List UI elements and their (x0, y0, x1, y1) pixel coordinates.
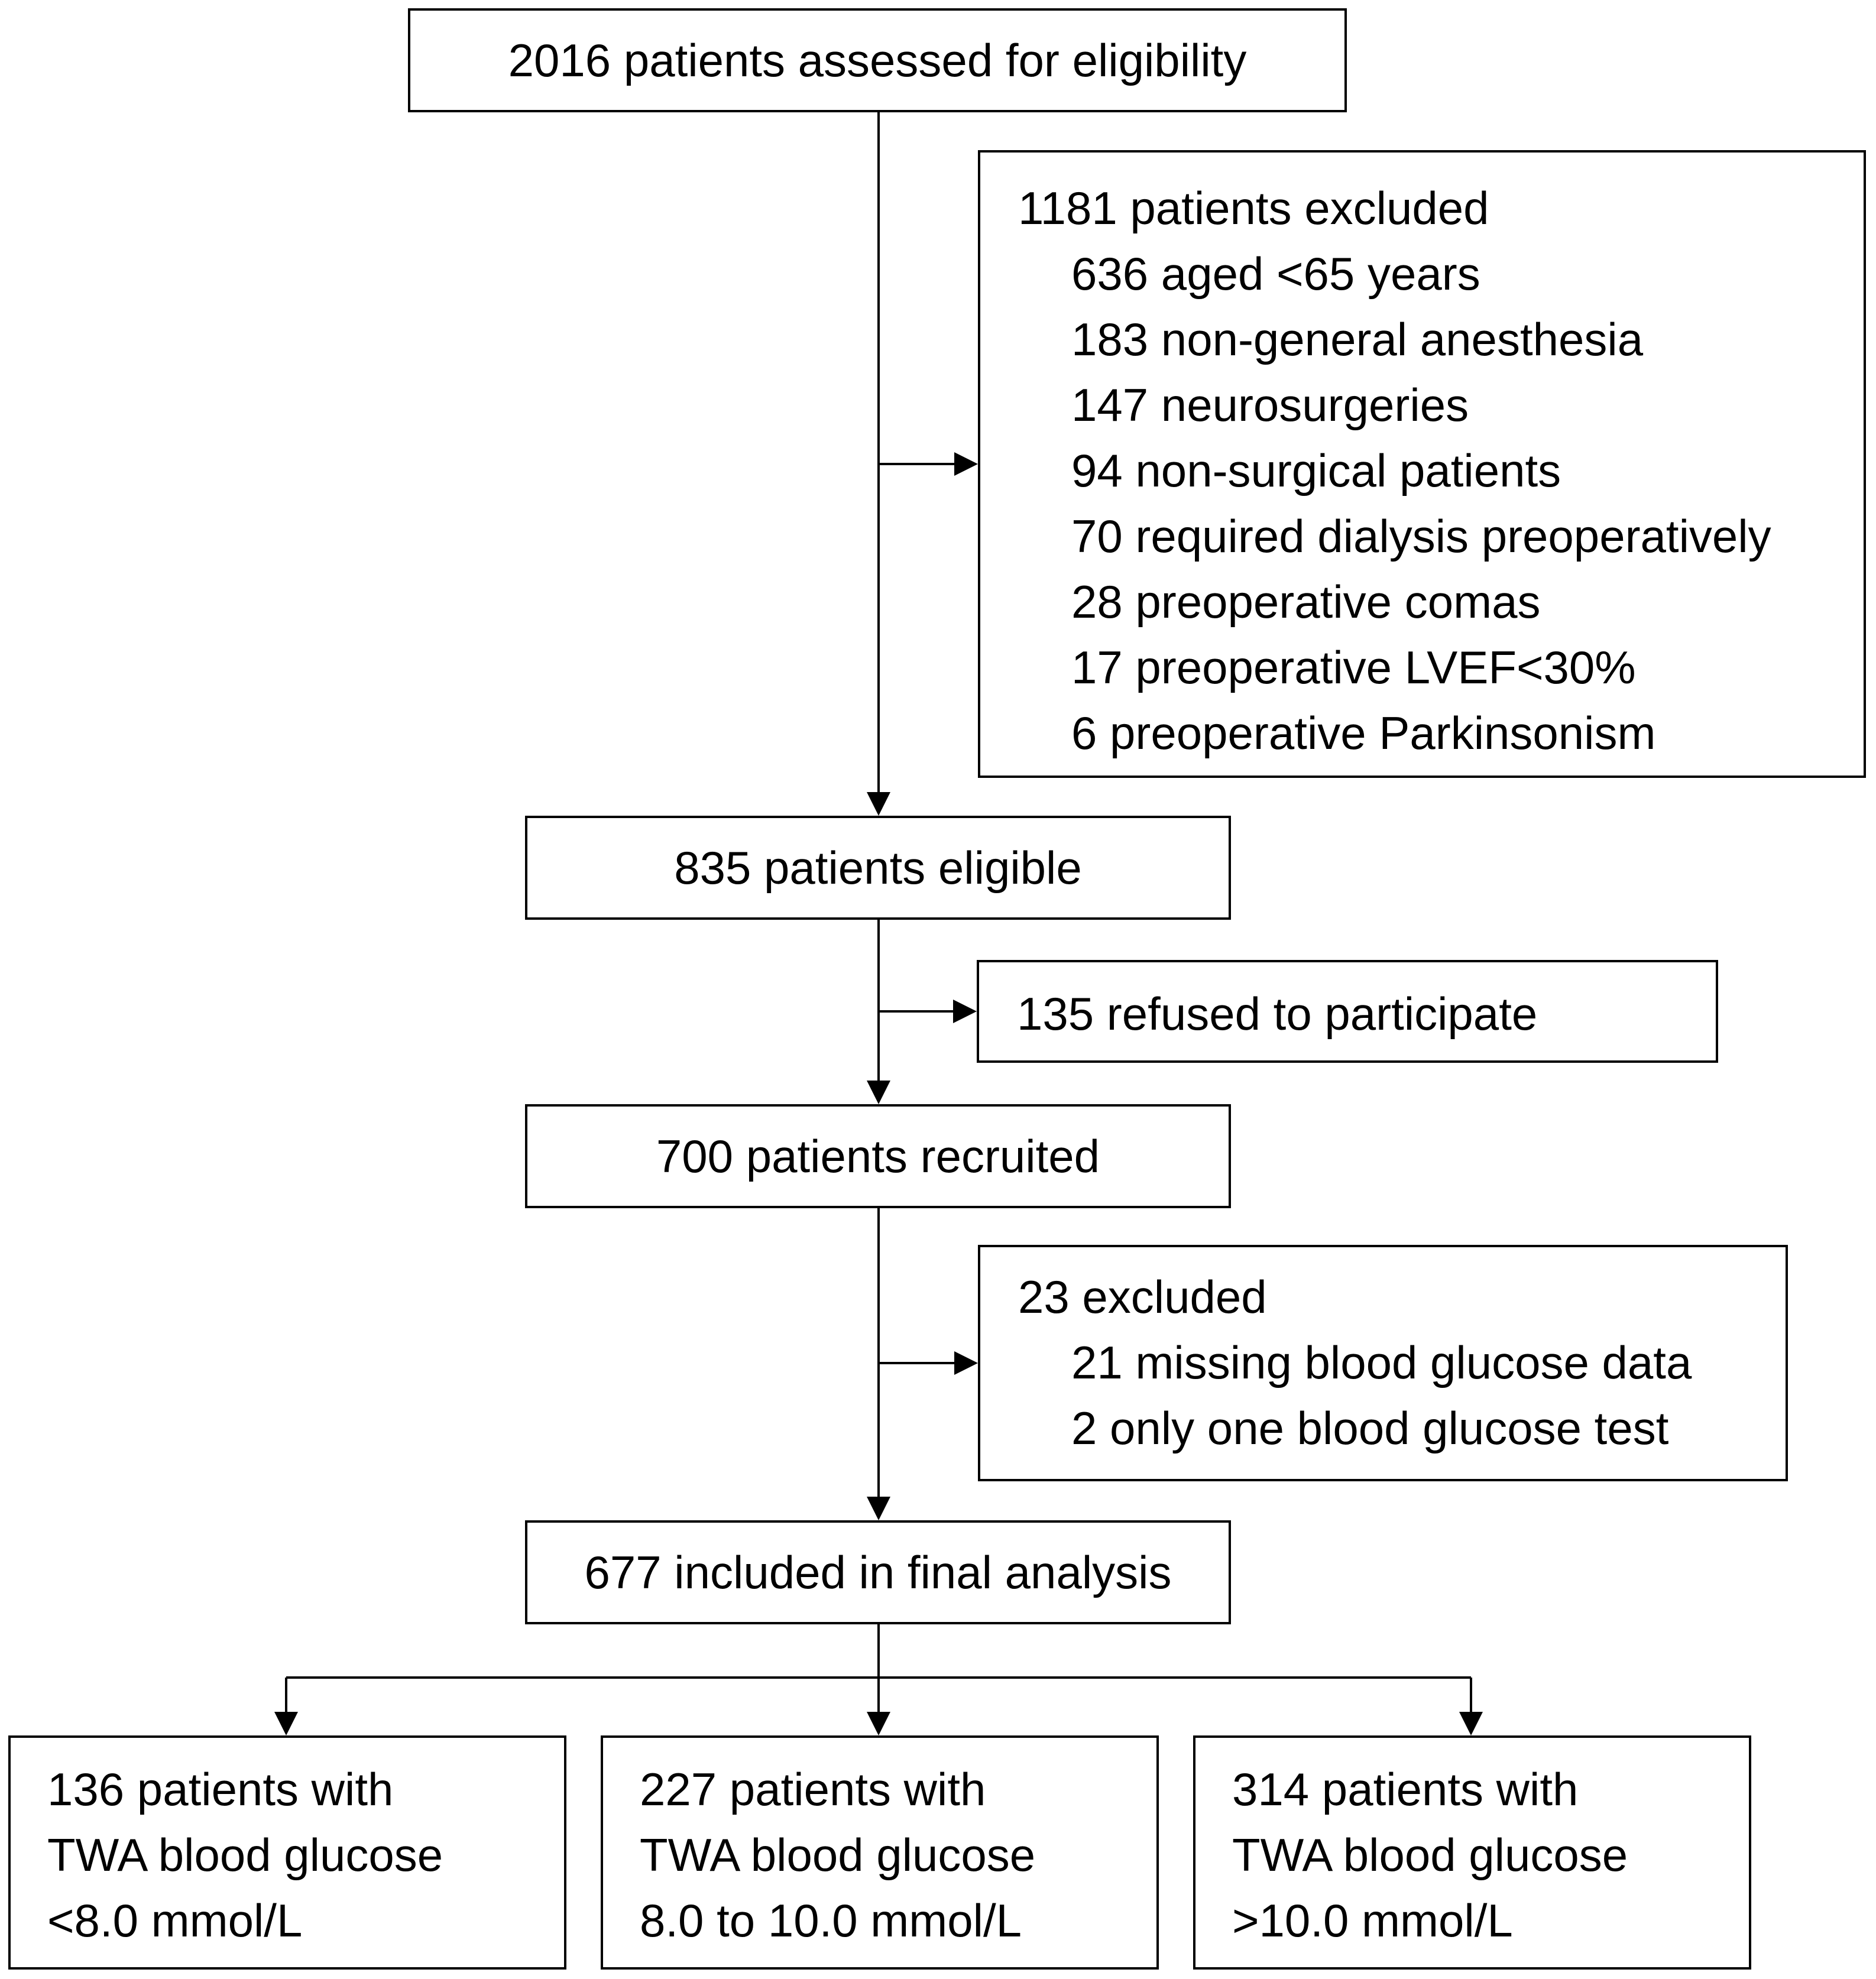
excluded-item: 183 non-general anesthesia (1071, 313, 1644, 365)
group-measure: TWA blood glucose (640, 1829, 1036, 1881)
refused-label: 135 refused to participate (1017, 988, 1538, 1040)
eligible-box: 835 patients eligible (525, 816, 1231, 920)
excluded-item: 21 missing blood glucose data (1071, 1336, 1692, 1388)
recruited-label: 700 patients recruited (656, 1130, 1100, 1182)
excluded-item: 6 preoperative Parkinsonism (1071, 707, 1656, 759)
group-box-2: 227 patients with TWA blood glucose 8.0 … (601, 1735, 1159, 1970)
group-range: 8.0 to 10.0 mmol/L (640, 1894, 1022, 1946)
final-label: 677 included in final analysis (584, 1546, 1172, 1598)
excluded-item: 94 non-surgical patients (1071, 445, 1561, 497)
group-count: 227 patients with (640, 1763, 986, 1815)
group-count: 314 patients with (1232, 1763, 1579, 1815)
excluded-item: 636 aged <65 years (1071, 248, 1480, 300)
excluded-box-2: 23 excluded 21 missing blood glucose dat… (978, 1245, 1788, 1481)
excluded-item: 28 preoperative comas (1071, 576, 1541, 628)
excluded-item: 2 only one blood glucose test (1071, 1402, 1669, 1454)
excluded-item: 70 required dialysis preoperatively (1071, 510, 1771, 562)
assessed-label: 2016 patients assessed for eligibility (508, 34, 1247, 86)
excluded-header: 23 excluded (1018, 1271, 1267, 1323)
excluded-header: 1181 patients excluded (1018, 182, 1489, 234)
assessed-box: 2016 patients assessed for eligibility (408, 8, 1347, 112)
group-box-3: 314 patients with TWA blood glucose >10.… (1193, 1735, 1751, 1970)
recruited-box: 700 patients recruited (525, 1104, 1231, 1208)
group-measure: TWA blood glucose (1232, 1829, 1628, 1881)
refused-box: 135 refused to participate (977, 960, 1718, 1063)
final-box: 677 included in final analysis (525, 1520, 1231, 1624)
group-box-1: 136 patients with TWA blood glucose <8.0… (8, 1735, 566, 1970)
group-range: <8.0 mmol/L (47, 1894, 303, 1946)
group-measure: TWA blood glucose (47, 1829, 443, 1881)
eligible-label: 835 patients eligible (674, 842, 1082, 894)
excluded-item: 17 preoperative LVEF<30% (1071, 641, 1636, 693)
group-count: 136 patients with (47, 1763, 394, 1815)
excluded-item: 147 neurosurgeries (1071, 379, 1469, 431)
group-range: >10.0 mmol/L (1232, 1894, 1513, 1946)
excluded-box-1: 1181 patients excluded 636 aged <65 year… (978, 150, 1866, 778)
